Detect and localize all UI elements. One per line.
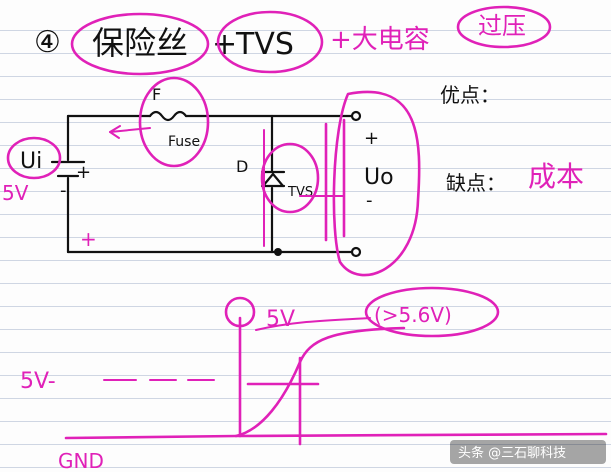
disadvantages-label: 缺点： — [446, 171, 506, 195]
rise-curve — [234, 326, 406, 438]
title-part2-circle — [216, 10, 324, 74]
title-number: ④ — [34, 25, 61, 60]
input-voltage: 5V — [2, 181, 29, 205]
tvs-symbol — [260, 170, 286, 188]
level-label: 5V- — [20, 369, 56, 394]
output-terminal-bottom — [350, 246, 362, 258]
circuit — [50, 110, 362, 258]
watermark-background — [450, 440, 606, 464]
title-part1-circle — [70, 12, 210, 76]
input-label: Ui — [20, 149, 42, 174]
input-label-circle — [6, 136, 62, 180]
peak-to-threshold-line — [255, 317, 371, 331]
peak-threshold-circle — [364, 286, 500, 338]
output-loop — [332, 90, 421, 277]
title-circled-ring — [456, 5, 552, 49]
diode-label: D — [236, 157, 248, 176]
title-part3: +大电容 — [330, 25, 430, 55]
notes: 优点： 缺点： 成本 — [440, 83, 584, 195]
circuit-labels: Ui 5V + - F Fuse D TVS Uo + - — [2, 85, 394, 211]
spike-peak-circle — [224, 296, 256, 328]
current-arrow-head — [109, 125, 121, 139]
ground-line — [64, 432, 608, 440]
output-label: Uo — [364, 165, 394, 190]
output-minus: - — [366, 190, 373, 211]
junction-dot — [274, 248, 282, 256]
title-part1: 保险丝 — [92, 24, 188, 62]
advantages-label: 优点： — [440, 83, 500, 107]
fuse-circle — [138, 76, 210, 168]
disadvantages-value: 成本 — [528, 160, 584, 193]
ground-label: GND — [58, 449, 104, 472]
fuse-letter: F — [152, 85, 161, 104]
tvs-label: TVS — [287, 185, 313, 200]
peak-label: 5V — [266, 307, 295, 332]
arrow-plus: + — [80, 227, 97, 251]
tvs-circle — [260, 142, 320, 214]
output-plus: + — [364, 128, 379, 149]
input-plus: + — [76, 162, 91, 183]
title-part2: TVS — [235, 27, 294, 62]
fuse-text: Fuse — [168, 134, 200, 150]
input-minus: - — [60, 180, 67, 201]
watermark: 头条 @三石聊科技 — [450, 440, 606, 464]
capacitor-plates — [324, 118, 346, 242]
watermark-text: 头条 @三石聊科技 — [458, 445, 566, 461]
title-row: ④ 保险丝 + TVS +大电容 过压 — [34, 5, 552, 76]
current-arrow-line — [109, 127, 151, 133]
fuse-symbol — [148, 110, 188, 122]
waveform: 5V (>5.6V) 5V- GND — [20, 286, 608, 472]
peak-threshold: (>5.6V) — [374, 303, 452, 327]
output-terminal-top — [350, 110, 362, 122]
circuit-annotations: + — [6, 76, 421, 277]
title-circled: 过压 — [478, 12, 526, 40]
